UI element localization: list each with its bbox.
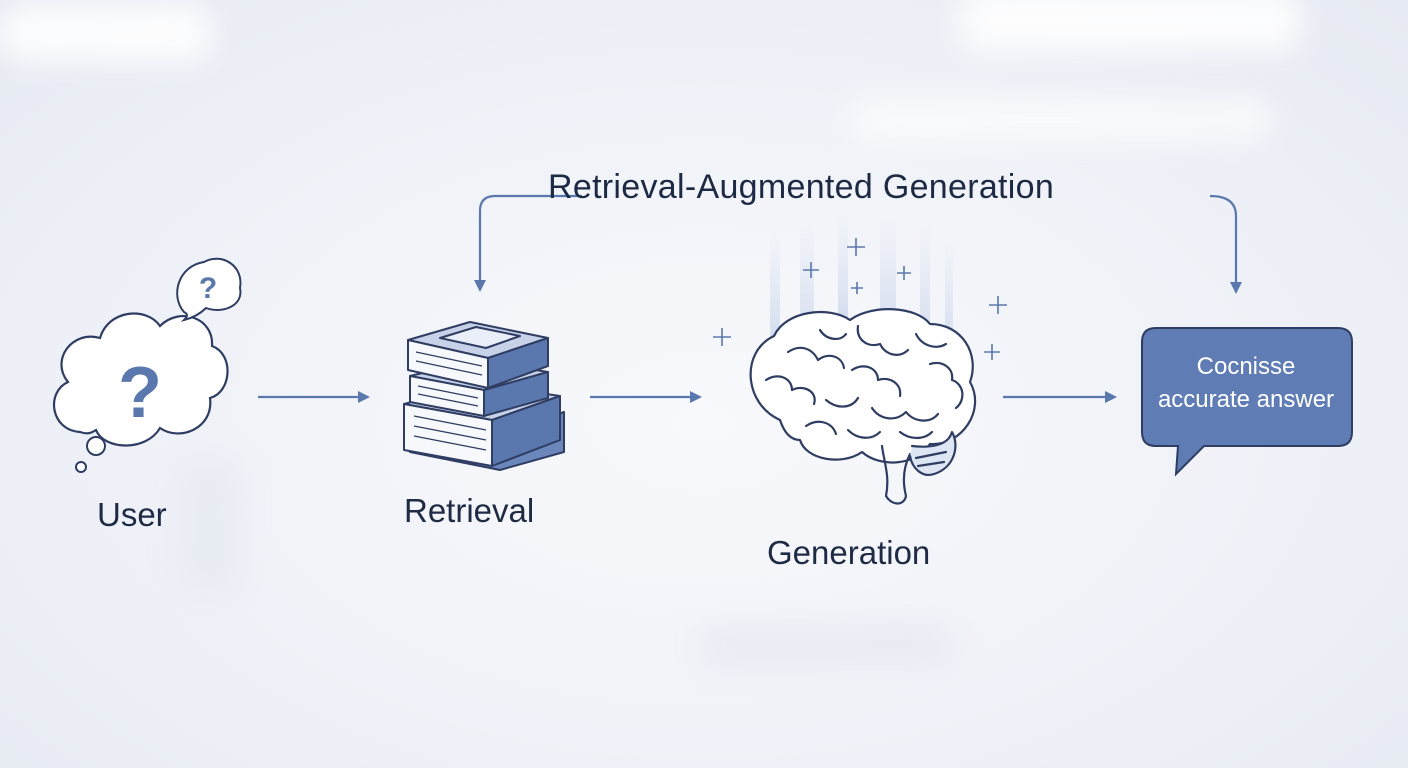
title-connector-right — [1209, 194, 1242, 294]
ceiling-light-2 — [0, 5, 210, 60]
ceiling-light-1 — [960, 0, 1300, 50]
diagram-title: Retrieval-Augmented Generation — [548, 168, 1055, 206]
answer-text: Cocnisse accurate answer — [1150, 350, 1342, 416]
title-connector-left — [474, 194, 582, 292]
light-beams — [770, 212, 953, 350]
svg-text:?: ? — [118, 353, 162, 433]
answer-line-1: Cocnisse — [1196, 353, 1296, 380]
speech-bubble-icon — [1141, 327, 1353, 477]
book-stack-icon — [403, 321, 565, 471]
background-desk-shadow — [700, 630, 950, 660]
sparkle-icons — [713, 238, 1007, 360]
retrieval-label: Retrieval — [404, 492, 535, 529]
thought-cloud-question-icon: ? ? — [52, 257, 242, 473]
background-chair-shadow — [180, 460, 240, 590]
answer-line-2: accurate answer — [1157, 386, 1335, 413]
ceiling-light-3 — [850, 100, 1270, 140]
brain-icon — [749, 308, 977, 505]
generation-label: Generation — [767, 534, 931, 571]
svg-text:?: ? — [199, 272, 217, 305]
user-label: User — [97, 496, 167, 533]
